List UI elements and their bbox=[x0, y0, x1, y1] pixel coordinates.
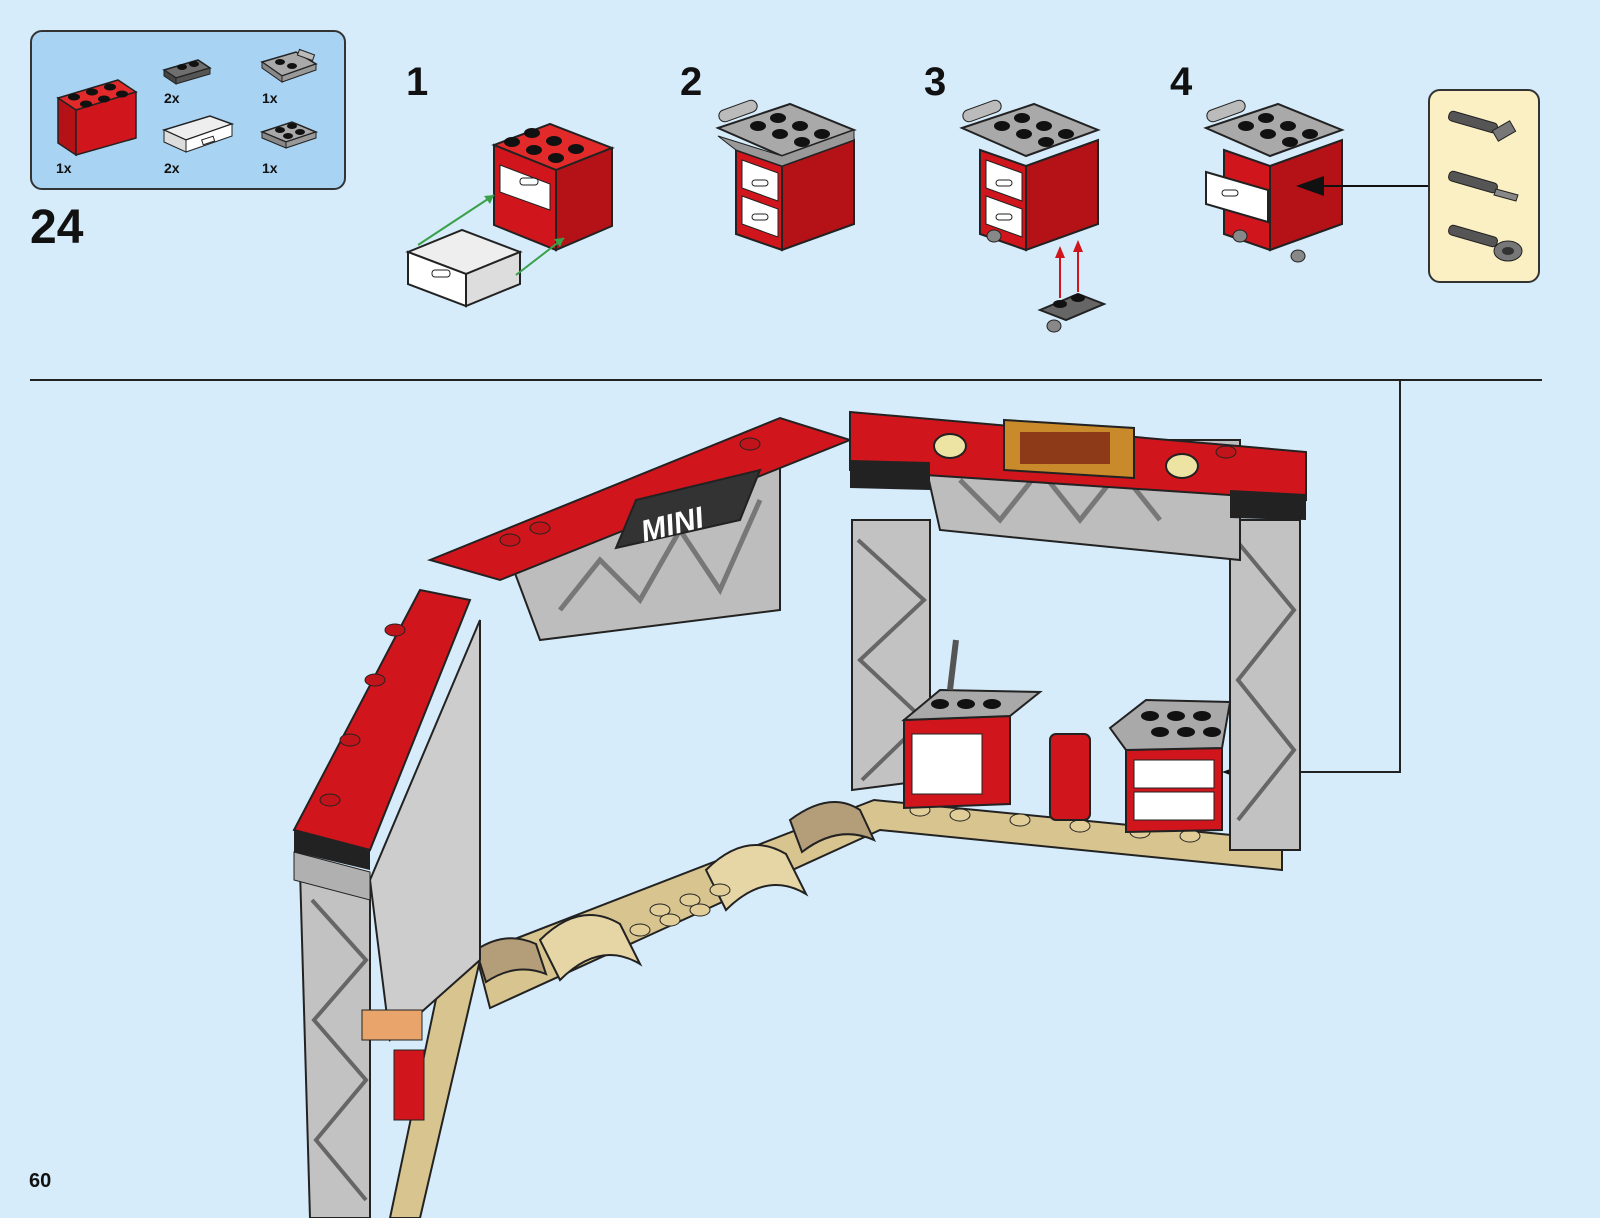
page-number: 60 bbox=[29, 1170, 51, 1193]
main-step-number: 24 bbox=[30, 200, 83, 255]
substep-2-number: 2 bbox=[680, 60, 702, 105]
part-handle-plate bbox=[262, 49, 316, 82]
substep-4-number: 4 bbox=[1170, 60, 1192, 105]
part-qty-2: 2x bbox=[164, 90, 180, 106]
tools-drawing bbox=[1430, 91, 1542, 285]
part-red-cabinet bbox=[58, 80, 136, 155]
substep-3-illustration bbox=[961, 99, 1104, 332]
part-qty-4: 1x bbox=[262, 90, 278, 106]
substep-4-illustration bbox=[1205, 99, 1428, 262]
part-qty-1: 1x bbox=[56, 160, 72, 176]
substep-3-number: 3 bbox=[924, 60, 946, 105]
substep-1-illustration bbox=[408, 124, 612, 306]
substep-2-illustration bbox=[717, 99, 854, 250]
screwdriver-icon bbox=[1448, 170, 1518, 201]
part-qty-5: 1x bbox=[262, 160, 278, 176]
part-qty-3: 2x bbox=[164, 160, 180, 176]
wrench-icon bbox=[1448, 110, 1516, 141]
socket-wrench-icon bbox=[1448, 224, 1522, 261]
part-white-drawer bbox=[164, 116, 232, 152]
model-illustration: MINI bbox=[294, 412, 1306, 1218]
part-gray-plate bbox=[262, 122, 316, 148]
tools-callout bbox=[1428, 89, 1540, 283]
substep-1-number: 1 bbox=[406, 60, 428, 105]
part-wheel-plate bbox=[164, 60, 210, 84]
